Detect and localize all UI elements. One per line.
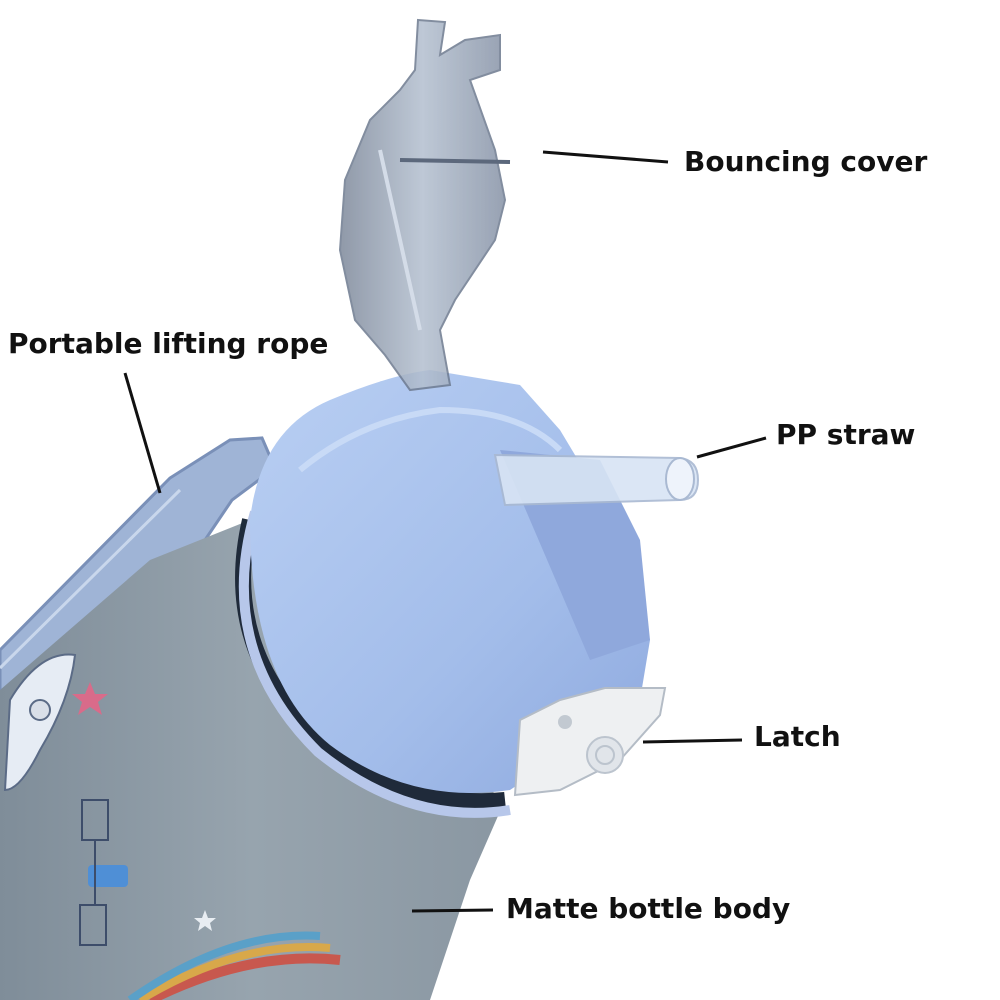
cover-leader-line	[542, 150, 669, 164]
straw-leader-line	[696, 436, 767, 459]
lifting-rope-label: Portable lifting rope	[8, 327, 329, 360]
body-leader-line	[411, 908, 494, 913]
bouncing-cover	[338, 18, 511, 392]
rocket-decal-icon	[3, 653, 77, 792]
bouncing-cover-label: Bouncing cover	[684, 145, 928, 178]
lid-rim	[238, 510, 511, 818]
latch-leader-line	[642, 738, 743, 744]
star-decal-icon	[72, 682, 216, 931]
satellite-decal-icon	[79, 799, 128, 946]
rope-leader-line	[123, 372, 162, 494]
pp-straw-label: PP straw	[776, 418, 916, 451]
latch	[513, 687, 667, 797]
bottle-body-label: Matte bottle body	[506, 892, 791, 925]
pp-straw	[493, 453, 700, 507]
latch-label: Latch	[754, 720, 841, 753]
